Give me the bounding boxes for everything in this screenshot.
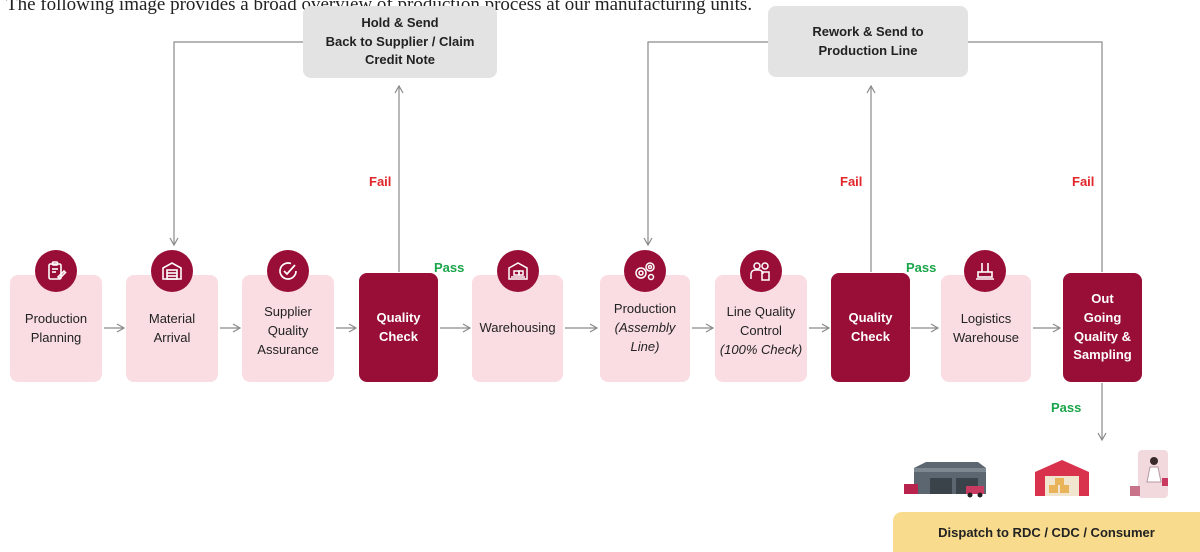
step-material-arrival: Material Arrival — [126, 275, 218, 382]
arrow-rework-to-production — [643, 41, 768, 247]
step-label: Warehouse — [953, 329, 1019, 345]
workers-icon — [740, 250, 782, 292]
line-ogq-fail-up — [968, 41, 1103, 272]
warehouse-icon — [1035, 460, 1089, 496]
step-label: Quality — [848, 309, 893, 325]
check-badge-icon — [267, 250, 309, 292]
step-quality-check-1: Quality Check — [359, 273, 438, 382]
forklift-truck-icon — [497, 250, 539, 292]
rework-line-1: Rework & Send to — [812, 23, 924, 39]
step-label: Quality & — [1073, 328, 1132, 344]
gears-icon — [624, 250, 666, 292]
step-label: Material — [148, 310, 196, 326]
step-label: Assurance — [257, 341, 319, 357]
distribution-center-icon — [904, 462, 986, 498]
hold-line-3: Credit Note — [364, 52, 436, 68]
pass-label-ogq: Pass — [1051, 400, 1082, 415]
step-label: Line) — [630, 338, 660, 354]
step-label: (Assembly — [614, 320, 676, 336]
step-label: Line Quality — [726, 304, 796, 320]
step-line-quality-control: Line Quality Control (100% Check) — [715, 275, 807, 382]
step-label: Check — [850, 328, 890, 344]
factory-icon — [964, 250, 1006, 292]
step-label: Quality — [376, 309, 421, 325]
step-label: Production — [613, 301, 677, 317]
hold-line-2: Back to Supplier / Claim — [325, 33, 475, 49]
step-label: Going — [1083, 309, 1122, 325]
rework-line-2: Production Line — [818, 42, 918, 58]
clipboard-pen-icon — [35, 250, 77, 292]
step-label: Arrival — [153, 329, 191, 345]
step-label: Warehousing — [479, 320, 556, 336]
step-label: Check — [378, 328, 418, 344]
step-label: Sampling — [1073, 347, 1132, 363]
step-label: Logistics — [960, 310, 1012, 326]
step-label: Planning — [30, 329, 82, 345]
arrow-hold-back-to-arrival — [169, 41, 303, 247]
step-label: Out — [1091, 290, 1114, 306]
fail-label-qc2: Fail — [840, 174, 863, 189]
step-quality-check-2: Quality Check — [831, 273, 910, 382]
consumer-icon — [1130, 450, 1168, 498]
fail-label-ogq: Fail — [1072, 174, 1095, 189]
hold-line-1: Hold & Send — [361, 14, 439, 30]
step-label: Supplier — [264, 304, 312, 320]
step-label: Production — [24, 310, 88, 326]
step-production-planning: Production Planning — [10, 275, 102, 382]
step-label: (100% Check) — [719, 341, 803, 357]
step-supplier-quality-assurance: Supplier Quality Assurance — [242, 275, 334, 382]
dispatch-banner: Dispatch to RDC / CDC / Consumer — [893, 512, 1200, 552]
warehouse-door-icon — [151, 250, 193, 292]
pass-label-qc1: Pass — [434, 260, 465, 275]
step-outgoing-quality-sampling: Out Going Quality & Sampling — [1063, 273, 1142, 382]
step-warehousing: Warehousing — [472, 275, 563, 382]
pass-label-qc2: Pass — [906, 260, 937, 275]
step-production-assembly-line: Production (Assembly Line) — [600, 275, 690, 382]
step-logistics-warehouse: Logistics Warehouse — [941, 275, 1031, 382]
step-label: Control — [740, 323, 782, 339]
hold-send-back-box: Hold & Send Back to Supplier / Claim Cre… — [303, 6, 497, 78]
fail-label-qc1: Fail — [369, 174, 392, 189]
rework-box: Rework & Send to Production Line — [768, 6, 968, 77]
step-label: Quality — [267, 323, 309, 339]
